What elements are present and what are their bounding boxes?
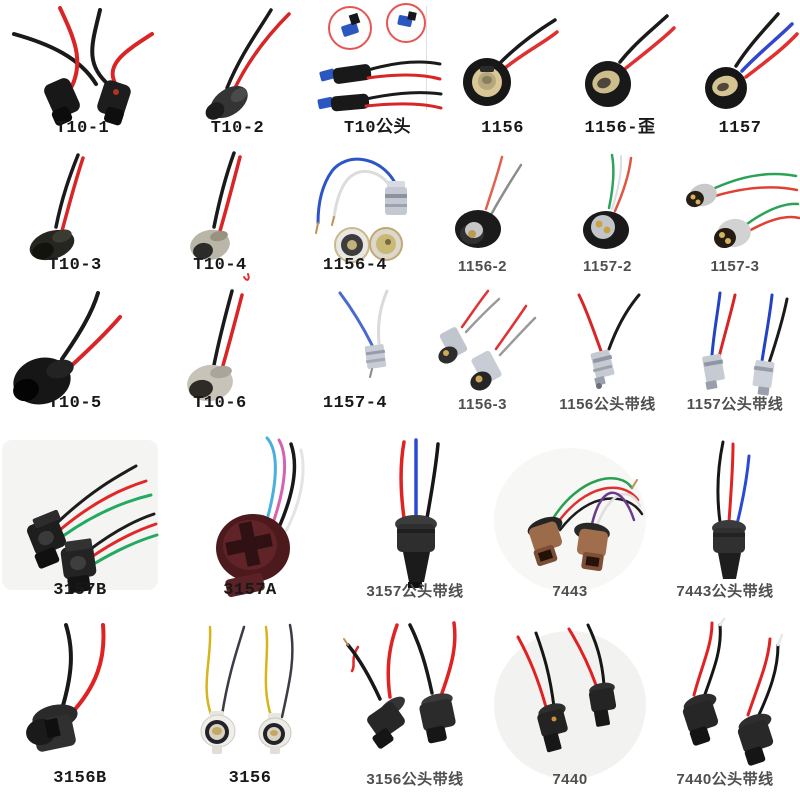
product-T10公头: T10公头: [310, 0, 445, 145]
product-label: 1157-2: [583, 258, 632, 275]
product-photo: [338, 289, 389, 378]
product-photo: [205, 8, 291, 120]
product-photo: [395, 438, 440, 588]
product-photo: [702, 291, 789, 396]
product-3156B: 3156B: [0, 615, 160, 800]
product-photo: [216, 436, 305, 598]
product-photo: [455, 155, 523, 248]
product-3156: 3156: [160, 615, 340, 800]
row-1: T10-1 T10-2 T10公头 1156 1156-歪 1157: [0, 0, 800, 145]
product-photo: [29, 153, 85, 261]
product-photo: [494, 623, 646, 779]
product-3156公头带线: 3156公头带线: [340, 615, 490, 800]
product-T10-6: T10-6: [150, 285, 290, 430]
product-label: 1156-4: [322, 256, 388, 275]
product-label: 1156-3: [458, 396, 507, 413]
product-T10-5: T10-5: [0, 285, 150, 430]
product-photo: [343, 621, 457, 749]
product-label: T10-6: [193, 394, 247, 413]
product-label: 1157-4: [322, 394, 388, 413]
product-photo: [494, 448, 646, 592]
product-photo: [682, 617, 784, 766]
product-label: 1157-3: [710, 258, 760, 275]
row-5: 3156B 3156 3156公头带线 7440 7440公头带线: [0, 615, 800, 800]
product-3157B: 3157B: [0, 430, 160, 615]
product-photo: [2, 440, 159, 594]
product-label: 7440公头带线: [676, 771, 774, 788]
product-T10-2: T10-2: [165, 0, 310, 145]
product-1156-歪: 1156-歪: [560, 0, 680, 145]
product-label: T10-3: [48, 256, 102, 275]
product-photo: [12, 6, 154, 126]
product-label: T10-4: [193, 256, 247, 275]
product-photo: [686, 172, 800, 249]
product-1156-3: 1156-3: [420, 285, 545, 430]
product-label: T10公头: [343, 119, 412, 138]
product-photo: [463, 18, 559, 106]
product-1157公头带线: 1157公头带线: [670, 285, 800, 430]
product-label: 1157: [718, 119, 762, 138]
product-7443: 7443: [490, 430, 650, 615]
product-1156-4: 1156-4: [290, 145, 420, 285]
product-1157-3: 1157-3: [670, 145, 800, 285]
product-label: 7440: [552, 771, 588, 788]
product-photo: [200, 623, 294, 754]
product-label: 3156B: [53, 769, 107, 788]
product-1156: 1156: [445, 0, 560, 145]
product-label: 1156公头带线: [559, 396, 656, 413]
product-label: 1157公头带线: [686, 396, 784, 413]
product-label: 1156: [481, 119, 524, 138]
product-1156公头带线: 1156公头带线: [545, 285, 670, 430]
product-label: T10-5: [48, 394, 102, 413]
product-T10-3: T10-3: [0, 145, 150, 285]
product-photo: [13, 291, 122, 405]
product-7440: 7440: [490, 615, 650, 800]
product-photo: [577, 293, 641, 389]
product-1157-2: 1157-2: [545, 145, 670, 285]
product-label: 7443: [552, 583, 588, 600]
row-4: 3157B 3157A 3157公头带线 7443 7443公头带线: [0, 430, 800, 615]
product-label: 3156: [228, 769, 272, 788]
product-photo: [583, 153, 633, 249]
product-label: 1156-2: [458, 258, 507, 275]
product-3157公头带线: 3157公头带线: [340, 430, 490, 615]
product-label: 7443公头带线: [676, 583, 774, 600]
product-label: T10-2: [210, 119, 265, 138]
product-label: 3157A: [223, 581, 277, 600]
product-photo: [705, 12, 799, 109]
product-7440公头带线: 7440公头带线: [650, 615, 800, 800]
product-photo: [438, 289, 537, 391]
product-photo: [585, 14, 676, 107]
product-photo: [187, 289, 244, 402]
product-photo: [190, 151, 250, 281]
row-2: T10-3 T10-4 1156-4 1156-2 1157-2 1157-3: [0, 145, 800, 285]
product-photo: [315, 157, 407, 263]
product-1156-2: 1156-2: [420, 145, 545, 285]
product-7443公头带线: 7443公头带线: [650, 430, 800, 615]
product-label: T10-1: [55, 119, 110, 138]
product-label: 1156-歪: [584, 119, 656, 138]
row-3: T10-5 T10-6 1157-4 1156-3 1156公头带线 1157公头带线: [0, 285, 800, 430]
product-1157: 1157: [680, 0, 800, 145]
product-label: 3156公头带线: [366, 771, 464, 788]
product-label: 3157B: [53, 581, 107, 600]
product-T10-4: T10-4: [150, 145, 290, 285]
product-photo: [712, 440, 751, 579]
product-photo: [317, 3, 443, 112]
product-1157-4: 1157-4: [290, 285, 420, 430]
product-photo: [26, 623, 106, 752]
product-3157A: 3157A: [160, 430, 340, 615]
product-T10-1: T10-1: [0, 0, 165, 145]
product-label: 3157公头带线: [366, 583, 464, 600]
